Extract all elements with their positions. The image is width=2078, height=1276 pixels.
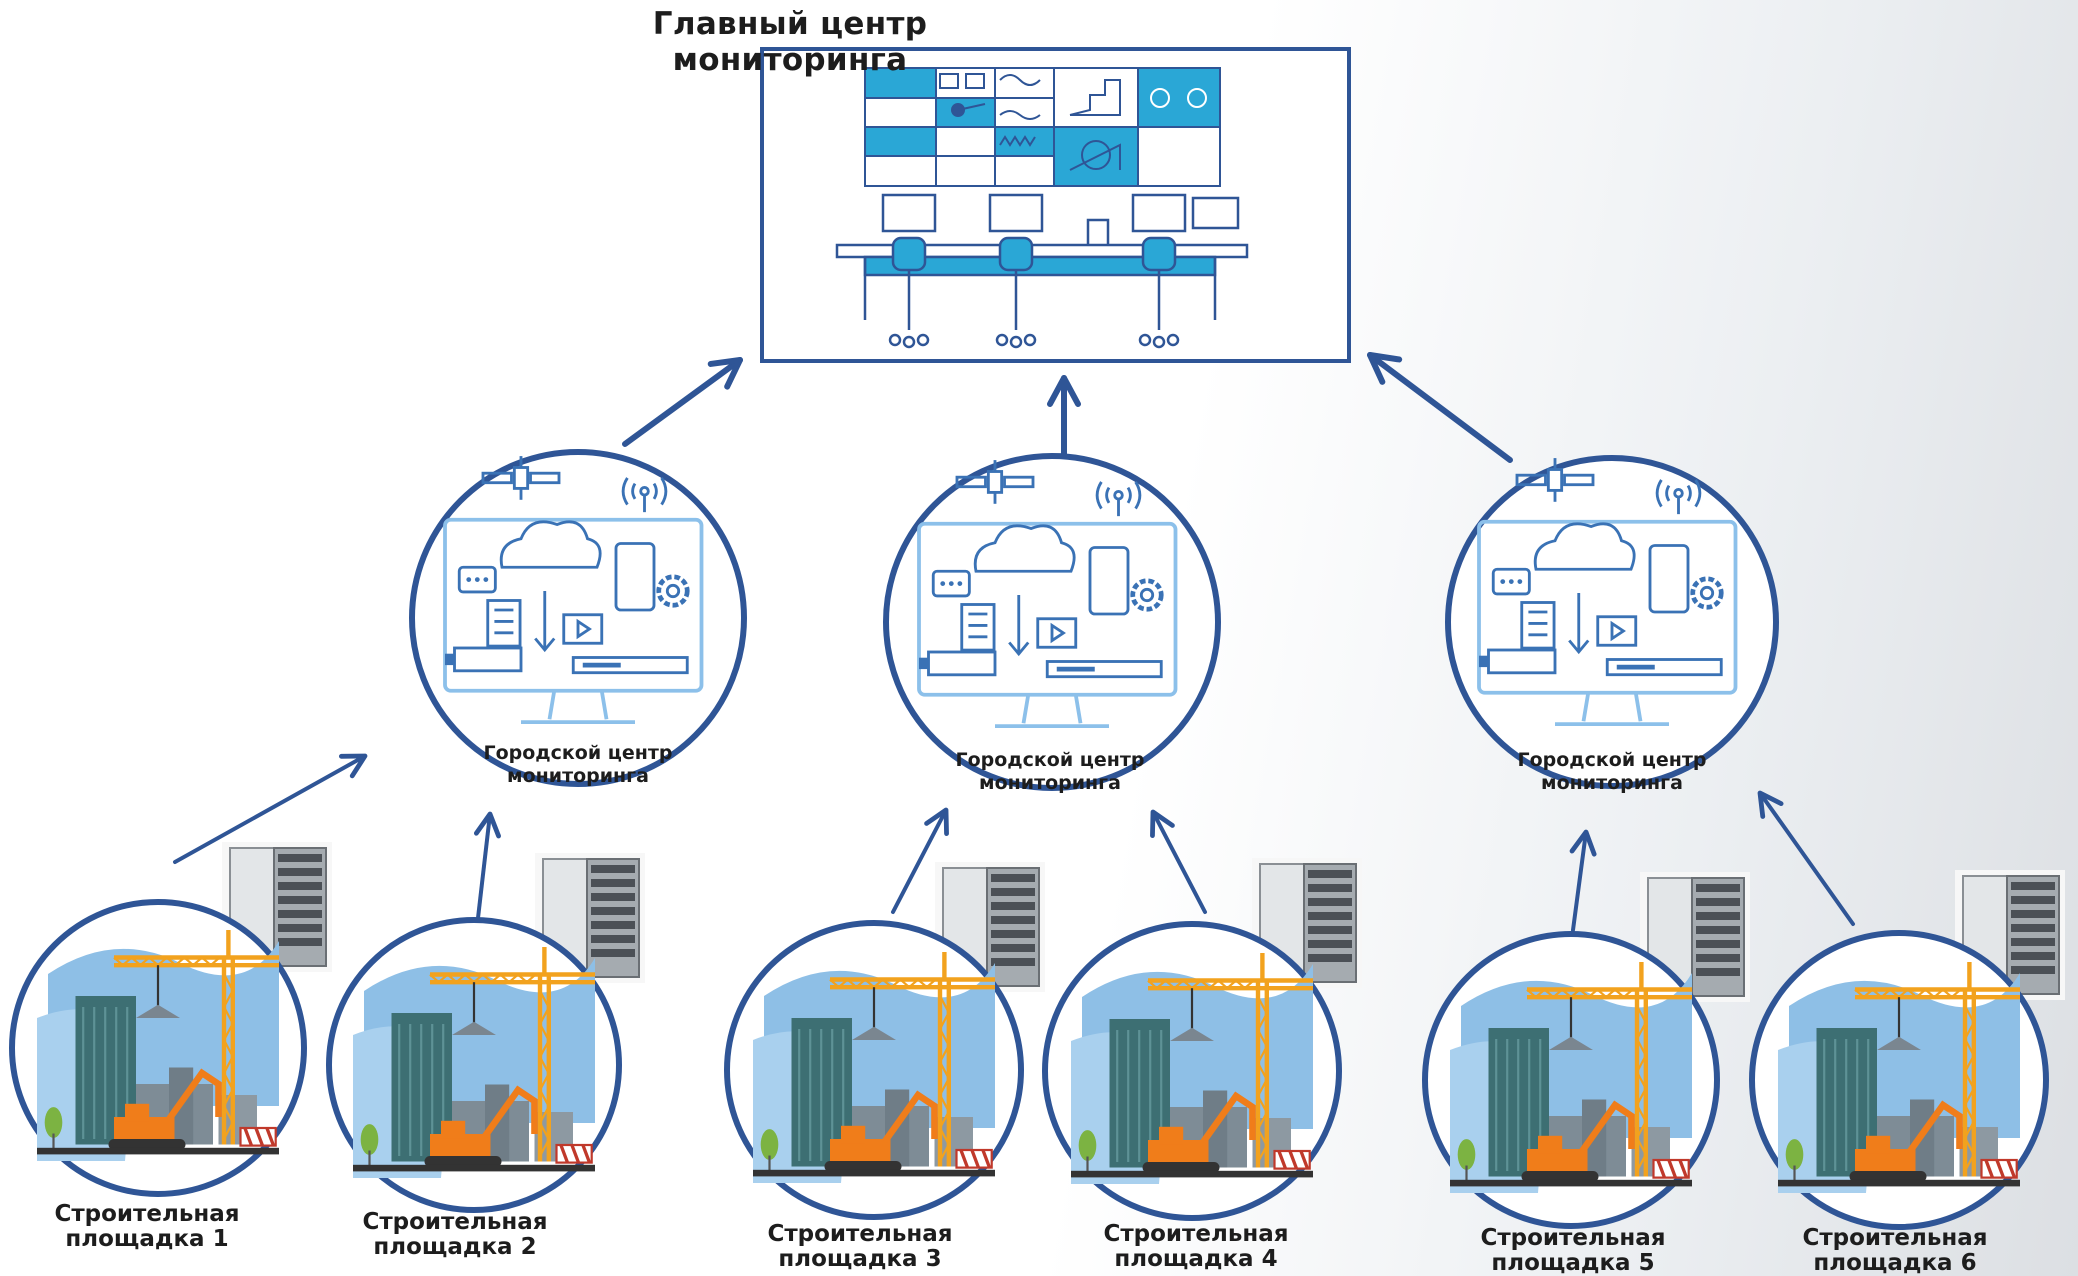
- city-center-2: [883, 453, 1221, 791]
- site-2-label: Строительная площадка 2: [362, 1209, 548, 1260]
- city-center-1: [409, 449, 747, 787]
- main-center-title: Главный центр мониторинга: [652, 6, 928, 78]
- site-3: [724, 920, 1024, 1220]
- monitoring-wall-icon: [864, 67, 1221, 187]
- site-6: [1749, 930, 2049, 1230]
- operator-desk-icon: [835, 193, 1249, 349]
- site-3-label: Строительная площадка 3: [767, 1221, 953, 1272]
- city-center-3: [1445, 455, 1779, 789]
- site-6-label: Строительная площадка 6: [1802, 1225, 1988, 1276]
- arrows-city-to-main: [622, 344, 1513, 463]
- site-4: [1042, 921, 1342, 1221]
- site-5-label: Строительная площадка 5: [1480, 1225, 1666, 1276]
- site-4-label: Строительная площадка 4: [1103, 1221, 1289, 1272]
- city-center-3-label: Городской центр мониторинга: [1517, 749, 1707, 794]
- site-1: [9, 899, 307, 1197]
- arrows-site-to-city: [173, 746, 1855, 932]
- site-2: [326, 917, 622, 1213]
- city-center-2-label: Городской центр мониторинга: [955, 749, 1145, 794]
- site-1-label: Строительная площадка 1: [54, 1201, 240, 1252]
- city-center-1-label: Городской центр мониторинга: [483, 742, 673, 787]
- site-5: [1422, 931, 1720, 1229]
